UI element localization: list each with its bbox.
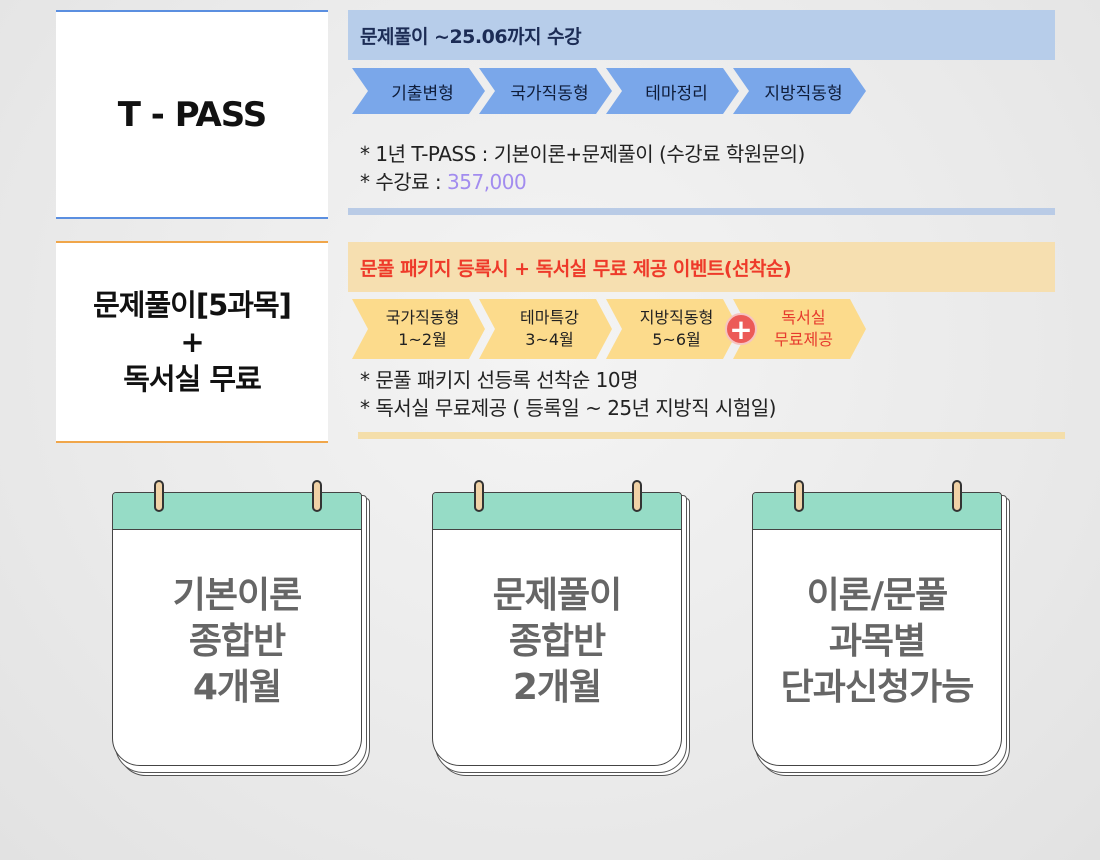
- tpass-banner-text: 문제풀이 ~25.06까지 수강: [360, 25, 582, 48]
- package-divider-bar: [358, 432, 1065, 439]
- calendar-page: 이론/문풀 과목별 단과신청가능: [752, 492, 1002, 766]
- chevron-item: 국가직동형 1~2월: [352, 299, 485, 359]
- package-note-line: * 문풀 패키지 선등록 선착순 10명: [360, 368, 639, 392]
- price-value: 357,000: [447, 170, 527, 194]
- calendar-line: 과목별: [828, 621, 926, 662]
- calendar-line: 단과신청가능: [780, 667, 975, 708]
- package-label-line: 독서실 무료: [123, 361, 261, 396]
- calendar-ring-icon: [794, 480, 804, 512]
- tpass-label-box: T - PASS: [56, 10, 328, 219]
- package-banner: 문풀 패키지 등록시 + 독서실 무료 제공 이벤트(선착순): [348, 242, 1055, 292]
- calendar-line: 기본이론: [172, 575, 302, 616]
- calendar-text: 문제풀이 종합반 2개월: [433, 573, 681, 711]
- tpass-note-line: * 1년 T-PASS : 기본이론+문제풀이 (수강료 학원문의): [360, 142, 805, 166]
- package-label-line: 문제풀이[5과목]: [93, 287, 292, 322]
- package-label-box: 문제풀이[5과목] + 독서실 무료: [56, 241, 328, 443]
- package-note-line: * 독서실 무료제공 ( 등록일 ~ 25년 지방직 시험일): [360, 396, 776, 420]
- chevron-line: 3~4월: [525, 330, 574, 349]
- chevron-line: 무료제공: [774, 330, 833, 349]
- chevron-item: 국가직동형: [479, 68, 612, 114]
- chevron-item: 기출변형: [352, 68, 485, 114]
- calendar-line: 종합반: [508, 621, 606, 662]
- chevron-line: 독서실: [781, 308, 826, 327]
- tpass-notes: * 1년 T-PASS : 기본이론+문제풀이 (수강료 학원문의) * 수강료…: [360, 140, 805, 196]
- calendar-card: 기본이론 종합반 4개월: [112, 480, 370, 776]
- package-label-plus: +: [180, 324, 204, 359]
- calendar-text: 기본이론 종합반 4개월: [113, 573, 361, 711]
- chevron-line: 테마특강: [520, 308, 579, 327]
- calendar-ring-icon: [632, 480, 642, 512]
- chevron-line: 5~6월: [652, 330, 701, 349]
- chevron-item: 테마정리: [606, 68, 739, 114]
- chevron-line: 1~2월: [398, 330, 447, 349]
- calendar-card: 문제풀이 종합반 2개월: [432, 480, 690, 776]
- calendar-line: 이론/문풀: [806, 575, 949, 616]
- calendar-line: 문제풀이: [492, 575, 622, 616]
- calendar-header: [433, 493, 681, 530]
- chevron-item: 지방직동형 5~6월: [606, 299, 739, 359]
- calendar-ring-icon: [474, 480, 484, 512]
- chevron-line: 지방직동형: [639, 308, 714, 327]
- calendar-page: 기본이론 종합반 4개월: [112, 492, 362, 766]
- calendar-page: 문제풀이 종합반 2개월: [432, 492, 682, 766]
- tpass-label: T - PASS: [117, 94, 268, 135]
- calendar-line: 2개월: [512, 667, 602, 708]
- chevron-line: 국가직동형: [385, 308, 460, 327]
- calendar-ring-icon: [154, 480, 164, 512]
- calendar-line: 4개월: [192, 667, 282, 708]
- calendar-line: 종합반: [188, 621, 286, 662]
- package-notes: * 문풀 패키지 선등록 선착순 10명 * 독서실 무료제공 ( 등록일 ~ …: [360, 366, 776, 422]
- chevron-item: 지방직동형: [733, 68, 866, 114]
- calendar-ring-icon: [312, 480, 322, 512]
- tpass-divider-bar: [348, 208, 1055, 215]
- calendar-header: [113, 493, 361, 530]
- tpass-course-chevrons: 기출변형 국가직동형 테마정리 지방직동형: [352, 68, 860, 114]
- chevron-item: 테마특강 3~4월: [479, 299, 612, 359]
- plus-icon: +: [725, 313, 757, 345]
- tpass-banner: 문제풀이 ~25.06까지 수강: [348, 10, 1055, 60]
- calendar-card: 이론/문풀 과목별 단과신청가능: [752, 480, 1010, 776]
- price-prefix: * 수강료 :: [360, 170, 448, 194]
- calendar-text: 이론/문풀 과목별 단과신청가능: [753, 573, 1001, 711]
- package-banner-text: 문풀 패키지 등록시 + 독서실 무료 제공 이벤트(선착순): [360, 257, 792, 280]
- tpass-price-line: * 수강료 : 357,000: [360, 168, 805, 196]
- calendar-header: [753, 493, 1001, 530]
- calendar-ring-icon: [952, 480, 962, 512]
